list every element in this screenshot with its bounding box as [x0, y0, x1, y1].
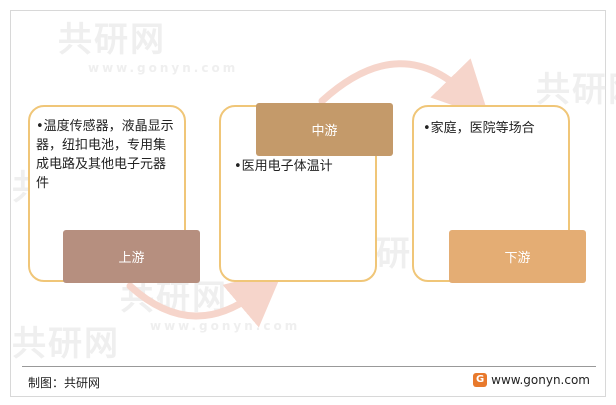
downstream-text: •家庭，医院等场合 — [423, 121, 535, 136]
arrow-up-to-mid — [126, 269, 284, 328]
arrow-mid-to-down — [318, 58, 490, 119]
footer-divider — [22, 366, 596, 367]
footer-site-url: www.gonyn.com — [491, 373, 590, 387]
gonyn-logo-icon: G — [473, 373, 488, 387]
diagram-frame — [10, 10, 606, 397]
upstream-label: 上游 — [63, 230, 200, 283]
midstream-text: •医用电子体温计 — [234, 159, 333, 174]
midstream-label: 中游 — [256, 103, 393, 156]
footer-site: G www.gonyn.com — [473, 373, 590, 387]
downstream-label: 下游 — [449, 230, 586, 283]
footer-credit: 制图：共研网 — [28, 376, 101, 390]
upstream-text: •温度传感器，液晶显示器，纽扣电池，专用集成电路及其他电子元器件 — [36, 119, 174, 191]
